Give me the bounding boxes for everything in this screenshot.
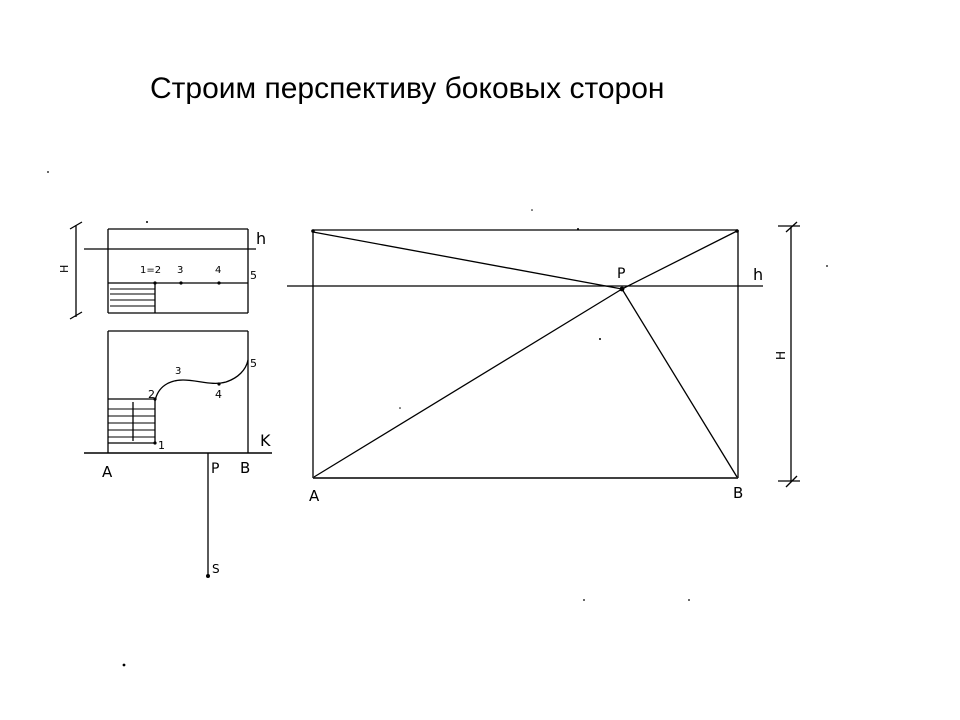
vanishing-line-bottom-right [621, 288, 738, 478]
elevation-stairs [110, 288, 155, 307]
perspective-view: P h A B H [287, 221, 800, 505]
plan-label-5: 5 [250, 357, 257, 370]
plan-label-A: A [102, 463, 113, 481]
elevation-view: h 1=2 3 4 5 H [58, 221, 266, 320]
slide-title: Строим перспективу боковых сторон [150, 72, 665, 105]
elevation-label-h: h [256, 229, 266, 248]
plan-point-1 [153, 441, 157, 445]
plan-point-2 [153, 397, 157, 401]
vanishing-line-top-right [621, 230, 738, 290]
elevation-point-3 [179, 281, 183, 285]
plan-label-P: P [211, 461, 219, 477]
plan-label-2: 2 [148, 388, 155, 401]
elevation-label-H: H [58, 265, 71, 273]
plan-label-B: B [240, 459, 250, 477]
vanishing-line-bottom-left [313, 288, 623, 478]
plan-label-4: 4 [215, 388, 222, 401]
plan-label-S: S [212, 562, 220, 576]
plan-curve-contour [154, 359, 249, 402]
plan-point-4 [217, 382, 221, 386]
perspective-label-H: H [774, 351, 788, 360]
plan-label-3: 3 [175, 366, 181, 377]
plan-stair-block [108, 398, 156, 444]
elevation-label-12: 1=2 [140, 265, 161, 276]
vanishing-line-top-left [312, 231, 623, 290]
perspective-label-h: h [753, 265, 763, 284]
vanishing-point [619, 286, 625, 292]
perspective-label-B: B [733, 484, 743, 502]
elevation-label-5: 5 [250, 269, 257, 282]
plan-label-K: K [260, 431, 271, 450]
plan-stairs [108, 402, 155, 441]
elevation-label-4: 4 [215, 265, 221, 276]
perspective-label-A: A [309, 487, 320, 505]
elevation-label-3: 3 [177, 265, 183, 276]
scan-specks [47, 171, 828, 667]
plan-label-1: 1 [158, 439, 165, 452]
elevation-point-12 [153, 281, 157, 285]
perspective-label-P: P [617, 266, 625, 282]
station-point [206, 574, 210, 578]
plan-view: 2 3 4 5 1 K A P B S [84, 330, 272, 578]
elevation-point-4 [217, 281, 221, 285]
